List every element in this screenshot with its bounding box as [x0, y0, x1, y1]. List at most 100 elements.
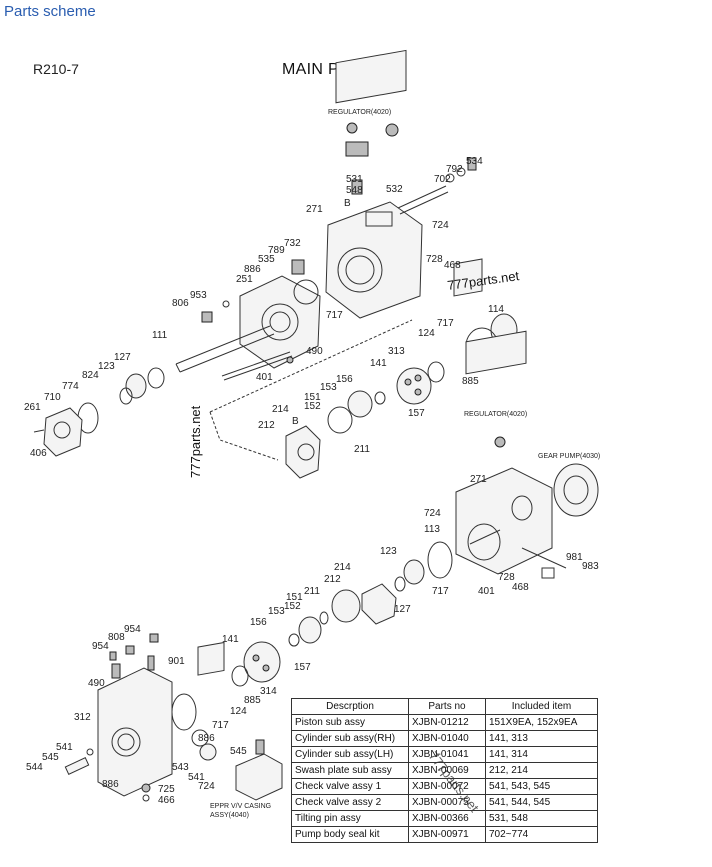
label-151: 151 — [304, 392, 321, 403]
label-114: 114 — [488, 304, 504, 315]
label-251: 251 — [236, 274, 253, 285]
label-548: 548 — [346, 185, 363, 196]
cell-description: Check valve assy 2 — [291, 794, 409, 811]
label-806: 806 — [172, 298, 189, 309]
cell-description: Piston sub assy — [291, 714, 409, 731]
eppr-label-1: EPPR V/V CASING — [210, 803, 271, 810]
label-l541: 541 — [56, 742, 73, 753]
label-490: 490 — [306, 346, 323, 357]
cell-included-item: 541, 544, 545 — [485, 794, 598, 811]
cell-parts-no: XJBN-00075 — [408, 794, 486, 811]
label-l901: 901 — [168, 656, 185, 667]
label-789: 789 — [268, 245, 285, 256]
label-r214: 214 — [334, 562, 351, 573]
label-261: 261 — [24, 402, 41, 413]
label-r156: 156 — [250, 617, 267, 628]
label-r728: 728 — [498, 572, 515, 583]
label-l808: 808 — [108, 632, 125, 643]
swash-plate-top-part — [285, 425, 321, 479]
cell-parts-no: XJBN-00971 — [408, 826, 486, 843]
cell-description: Cylinder sub assy(LH) — [291, 746, 409, 763]
label-l490: 490 — [88, 678, 105, 689]
cell-description: Cylinder sub assy(RH) — [291, 730, 409, 747]
label-l954a: 954 — [124, 624, 141, 635]
cell-included-item: 141, 314 — [485, 746, 598, 763]
label-r157: 157 — [294, 662, 311, 673]
pump-body-right-part — [455, 467, 553, 575]
cell-included-item: 151X9EA, 152x9EA — [485, 714, 598, 731]
label-r541: 541 — [188, 772, 205, 783]
label-271: 271 — [306, 204, 323, 215]
label-l954b: 954 — [92, 641, 109, 652]
label-r271: 271 — [470, 474, 487, 485]
label-r543: 543 — [172, 762, 189, 773]
label-r724b: 724 — [198, 781, 215, 792]
valve-block-part — [97, 663, 173, 797]
label-r717b: 717 — [212, 720, 229, 731]
regulator-top-label: REGULATOR(4020) — [328, 109, 391, 116]
parts-table: Descrption Parts no Included item Piston… — [291, 698, 598, 843]
cylinder-right-part — [243, 641, 281, 683]
label-r212: 212 — [324, 574, 341, 585]
label-532: 532 — [386, 184, 403, 195]
label-127: 127 — [114, 352, 131, 363]
pump-body-top-part — [325, 179, 423, 319]
label-b-top: B — [344, 198, 351, 209]
label-r141: 141 — [222, 634, 239, 645]
label-774: 774 — [62, 381, 79, 392]
cover-261-part — [43, 407, 83, 457]
col-description: Descrption — [291, 698, 409, 715]
parts-scheme-link[interactable]: Parts scheme — [4, 3, 96, 20]
label-212: 212 — [258, 420, 275, 431]
label-717b: 717 — [437, 318, 454, 329]
label-r123: 123 — [380, 546, 397, 557]
label-r153: 153 — [268, 606, 285, 617]
label-r981: 981 — [566, 552, 583, 563]
label-l544: 544 — [26, 762, 43, 773]
cell-included-item: 541, 543, 545 — [485, 778, 598, 795]
regulator-right-part — [465, 330, 527, 448]
label-152: 152 — [304, 401, 321, 412]
label-792: 792 — [446, 164, 463, 175]
cell-description: Check valve assy 1 — [291, 778, 409, 795]
label-r401: 401 — [478, 586, 495, 597]
label-l545: 545 — [42, 752, 59, 763]
label-r468: 468 — [512, 582, 529, 593]
label-111: 111 — [152, 330, 168, 341]
cell-included-item: 531, 548 — [485, 810, 598, 827]
label-886: 886 — [244, 264, 261, 275]
part-number-labels: 531 548 B 532 702 792 534 271 724 732 78… — [24, 156, 599, 806]
label-r124: 124 — [230, 706, 247, 717]
label-724: 724 — [432, 220, 449, 231]
label-r211: 211 — [304, 586, 320, 597]
eppr-label-2: ASSY(4040) — [210, 812, 249, 819]
label-l886b: 886 — [102, 779, 119, 790]
cell-parts-no: XJBN-01041 — [408, 746, 486, 763]
label-157: 157 — [408, 408, 425, 419]
label-r151: 151 — [286, 592, 303, 603]
cylinder-141-part — [396, 367, 432, 405]
regulator-right-label: REGULATOR(4020) — [464, 411, 527, 418]
shaft-111-part — [175, 325, 275, 373]
regulator-top-part — [335, 49, 407, 157]
label-l886a: 886 — [198, 733, 215, 744]
label-401: 401 — [256, 372, 273, 383]
label-r885: 885 — [244, 695, 261, 706]
table-header-row: Descrption Parts no Included item — [291, 698, 598, 715]
label-l725: 725 — [158, 784, 175, 795]
label-r127: 127 — [394, 604, 411, 615]
cell-parts-no: XJBN-00072 — [408, 778, 486, 795]
label-124: 124 — [418, 328, 435, 339]
label-211: 211 — [354, 444, 370, 455]
label-r545: 545 — [230, 746, 247, 757]
label-r314: 314 — [260, 686, 277, 697]
label-l312: 312 — [74, 712, 91, 723]
label-702: 702 — [434, 174, 451, 185]
label-824: 824 — [82, 370, 99, 381]
